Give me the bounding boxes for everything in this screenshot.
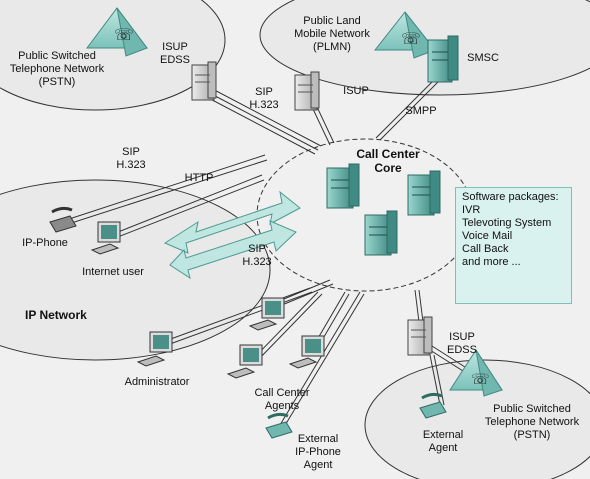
software-item: Televoting System [462, 217, 552, 229]
smsc-label: SMSC [467, 52, 499, 64]
server-icon [407, 316, 433, 356]
pstn-bottom-network [364, 359, 590, 479]
tower-icon: ☏ [449, 349, 503, 397]
monitor-icon [248, 297, 285, 331]
phone-icon [265, 412, 293, 439]
software-item: IVR [462, 204, 481, 216]
http-label: HTTP [184, 172, 214, 184]
server-icon [294, 71, 320, 111]
isup-mid-label: ISUP [343, 85, 369, 97]
ip-network-label: IP Network [25, 308, 87, 322]
monitor-icon [288, 335, 325, 369]
software-box-title: Software packages: [462, 191, 559, 203]
phone-icon [49, 206, 77, 233]
software-item: Call Back [462, 243, 509, 255]
server-icon [191, 61, 217, 101]
smpp-label: SMPP [405, 105, 437, 117]
server-icon [407, 170, 441, 216]
pstn-top-network [0, 0, 226, 111]
ip-phone-label: IP-Phone [22, 237, 68, 249]
svg-text:☏: ☏ [471, 370, 490, 388]
phone-icon [419, 392, 447, 419]
monitor-icon [136, 331, 173, 367]
administrator-label: Administrator [124, 376, 190, 388]
data-flow-arrow [163, 190, 301, 280]
server-icon [364, 210, 398, 256]
server-icon [326, 163, 360, 209]
software-box-footer: and more ... [462, 256, 521, 268]
svg-text:☏: ☏ [114, 25, 134, 44]
svg-text:☏: ☏ [401, 29, 421, 48]
internet-user-label: Internet user [82, 266, 144, 278]
monitor-icon [226, 344, 263, 379]
software-item: Voice Mail [462, 230, 513, 242]
monitor-icon [90, 221, 121, 255]
server-icon [427, 35, 459, 83]
software-packages-box: Software packages: IVR Televoting System… [455, 187, 572, 304]
tower-icon: ☏ [86, 7, 148, 57]
